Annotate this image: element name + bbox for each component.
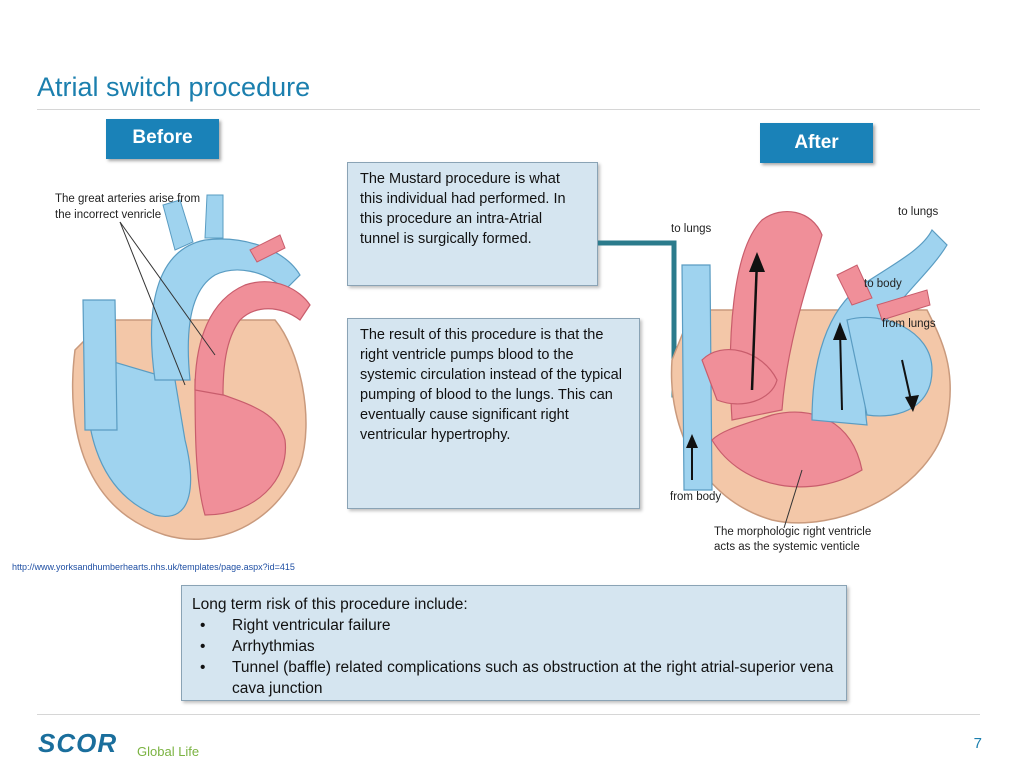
list-item: • Arrhythmias	[192, 636, 836, 657]
before-label-line1: The great arteries arise from	[55, 193, 200, 205]
label-to-lungs-right: to lungs	[898, 206, 939, 218]
label-to-lungs-left: to lungs	[671, 223, 712, 235]
before-tag: Before	[106, 119, 219, 159]
scor-logo: SCOR	[38, 728, 118, 758]
label-from-lungs: from lungs	[882, 318, 936, 330]
procedure-result-box: The result of this procedure is that the…	[347, 318, 640, 509]
footer-divider	[37, 714, 980, 715]
bullet: •	[200, 617, 206, 634]
long-term-risks-box: Long term risk of this procedure include…	[181, 585, 847, 701]
list-item: • Tunnel (baffle) related complications s…	[192, 657, 836, 699]
risk-item-text: Right ventricular failure	[232, 617, 391, 634]
label-to-body: to body	[864, 278, 902, 290]
after-caption-line2: acts as the systemic venticle	[714, 541, 860, 553]
risks-list: •Right ventricular failure •Arrhythmias …	[192, 615, 836, 699]
risk-item-text: Tunnel (baffle) related complications su…	[232, 659, 834, 697]
bullet: •	[200, 659, 206, 676]
risk-item-text: Arrhythmias	[232, 638, 315, 655]
mustard-procedure-box: The Mustard procedure is what this indiv…	[347, 162, 598, 286]
before-label-line2: the incorrect venricle	[55, 209, 161, 221]
slide-title: Atrial switch procedure	[37, 72, 311, 102]
after-tag: After	[760, 123, 873, 163]
risks-heading: Long term risk of this procedure include…	[192, 596, 468, 613]
list-item: • Right ventricular failure	[192, 615, 836, 636]
after-caption-line1: The morphologic right ventricle	[714, 526, 871, 538]
source-link[interactable]: http://www.yorksandhumberhearts.nhs.uk/t…	[12, 562, 295, 572]
after-heart-diagram: to lungs to lungs to body from lungs fro…	[670, 206, 951, 553]
title-divider	[37, 109, 980, 110]
label-from-body: from body	[670, 491, 721, 503]
logo-subtitle: Global Life	[137, 744, 200, 759]
page-number: 7	[973, 735, 982, 752]
bullet: •	[200, 638, 206, 655]
before-heart-diagram: The great arteries arise from the incorr…	[55, 193, 311, 540]
